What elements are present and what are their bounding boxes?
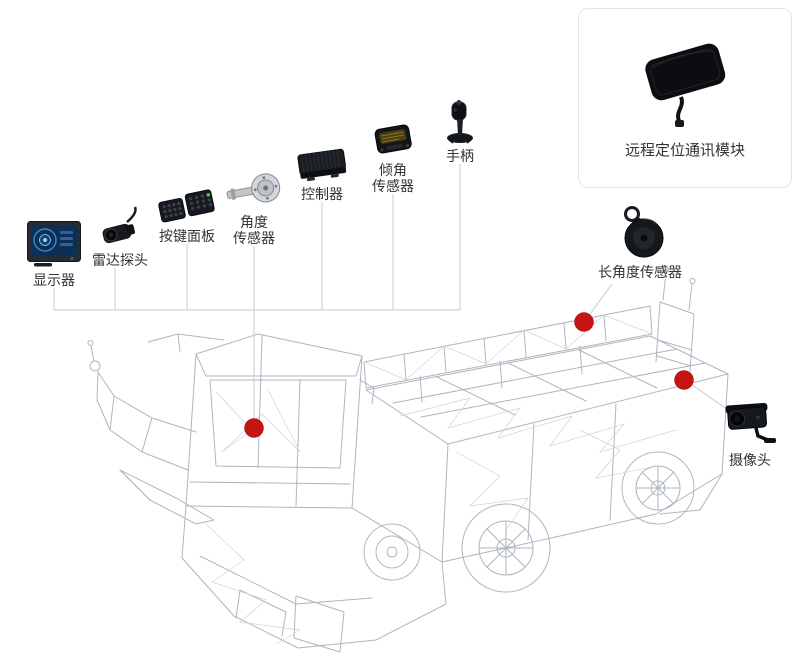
angle-sensor-icon (226, 173, 281, 203)
callout-long-angle-sensor: 长角度传感器 (598, 202, 682, 280)
monitor-icon (27, 221, 81, 267)
marker-rear-body (674, 370, 694, 390)
camera-icon (725, 402, 776, 443)
component-markers (244, 312, 694, 438)
radar-probe-icon (102, 206, 137, 244)
remote-module-panel: 远程定位通讯模块 (578, 8, 792, 188)
long-angle-sensor-icon (624, 206, 664, 258)
callout-radar-probe: 雷达探头 (92, 206, 148, 268)
callout-label: 显示器 (33, 272, 75, 288)
callout-camera: 摄像头 (722, 396, 778, 468)
callout-label: 手柄 (446, 148, 474, 164)
callout-label: 雷达探头 (92, 252, 148, 268)
callout-label: 摄像头 (729, 452, 771, 468)
callout-label: 控制器 (301, 186, 343, 202)
keypad-icon (158, 189, 215, 223)
callout-label: 倾角传感器 (372, 162, 414, 194)
callout-label: 长角度传感器 (598, 264, 682, 280)
callout-display: 显示器 (26, 220, 82, 288)
joystick-icon (447, 100, 473, 144)
callout-label: 角度传感器 (233, 214, 275, 246)
vehicle-mesh (203, 314, 677, 645)
callout-angle-sensor: 角度传感器 (225, 172, 283, 246)
callout-controller: 控制器 (295, 146, 349, 202)
remote-module-icon (645, 43, 726, 127)
marker-cab (244, 418, 264, 438)
controller-icon (297, 148, 347, 182)
callout-tilt-sensor: 倾角传感器 (369, 118, 417, 194)
remote-module-label: 远程定位通讯模块 (624, 141, 745, 159)
callout-keypad: 按键面板 (157, 188, 217, 244)
tilt-sensor-icon (374, 124, 412, 154)
vehicle-outline (87, 266, 729, 653)
callout-connector-lines (53, 164, 729, 419)
callout-joystick: 手柄 (441, 96, 479, 164)
marker-boom (574, 312, 594, 332)
callout-label: 按键面板 (159, 228, 215, 244)
